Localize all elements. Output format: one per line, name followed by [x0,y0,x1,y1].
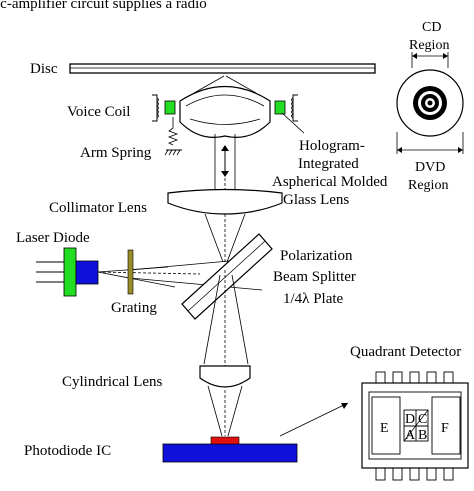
hologram-label-line1: Hologram- [299,138,365,154]
hologram-label-line2: Integrated [298,156,359,172]
grating [127,249,134,295]
objective-lens-inner [185,94,265,125]
quarter-plate-label: 1/4λ Plate [283,291,344,307]
quadrant-segment-b: B [418,428,427,443]
hologram-label-line3: Aspherical Molded [272,174,388,190]
dvd-region-label-line1: DVD [415,160,445,175]
quadrant-segment-a: A [405,428,416,443]
beam-ray [203,274,221,365]
voice-coil-left [164,100,176,115]
cylindrical-lens-label: Cylindrical Lens [62,374,163,390]
dvd-region-label-line2: Region [408,178,448,193]
detector-leader-arrow [341,403,348,409]
cd-region-label-line2: Region [409,38,449,53]
beam-ray [207,385,223,437]
hologram-label-line4: Glass Lens [283,192,349,208]
collimator-lens-label: Collimator Lens [49,200,147,216]
laser-diode-label: Laser Diode [16,230,90,246]
collimator-lens [167,188,283,215]
detector-leader [279,402,349,437]
laser-beam [129,277,263,291]
quadrant-segment-c: C [418,412,427,427]
laser-diode-chip [75,260,99,285]
quadrant-segment-d: D [405,412,415,427]
coil-winding [291,97,294,119]
beam-ray [226,213,246,263]
quadrant-detector [361,371,469,481]
laser-axis [97,271,201,275]
magnet-right [292,94,298,122]
quadrant-detector-label: Quadrant Detector [350,344,461,360]
polarization-beam-splitter [181,233,273,320]
cd-region-label-line1: CD [422,20,441,35]
laser-beam [97,271,176,288]
spring-ground-hatch [164,149,181,156]
disc-label: Disc [30,61,58,77]
magnet-left [152,94,158,122]
photodiode-ic [162,443,298,463]
quadrant-segment-f: F [441,421,449,436]
grating-label: Grating [111,300,157,316]
beam-ray [193,75,225,94]
coil-winding [156,97,159,119]
quadrant-segment-e: E [380,421,389,436]
disc [69,63,376,74]
beam-splitter-label: Beam Splitter [273,269,356,285]
hologram-leader [281,112,305,134]
disc-spot-center [427,100,433,106]
photodiode-ic-label: Photodiode IC [24,443,111,459]
beam-ray [231,274,249,365]
arm-spring-label: Arm Spring [80,145,152,161]
polarization-label: Polarization [280,248,353,264]
arm-spring [167,127,179,146]
objective-lens [179,86,271,138]
beam-ray [227,385,243,437]
header-text: ic-amplifier circuit supplies a radio [0,0,207,12]
laser-diode-base [63,247,77,297]
beam-ray [204,213,224,263]
voice-coil-right [274,100,286,115]
photodiode-sensor [210,436,240,445]
beam-ray [225,75,257,94]
cylindrical-lens [199,365,251,388]
voice-coil-label: Voice Coil [67,104,130,120]
